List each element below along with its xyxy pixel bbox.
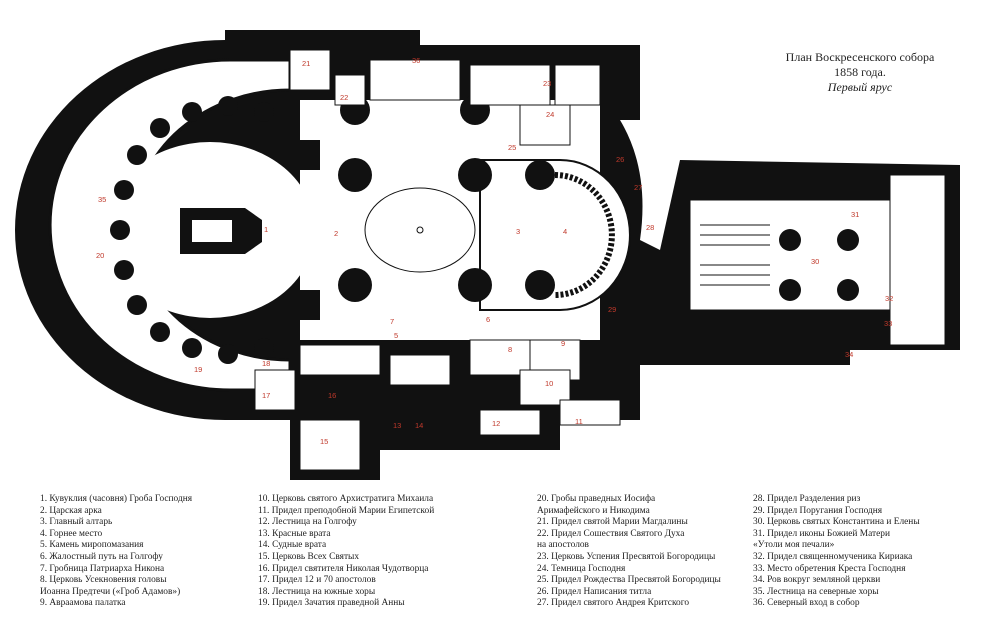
legend-item: 25. Придел Рождества Пресвятой Богородиц… bbox=[537, 575, 721, 586]
legend-column-1: 1. Кувуклия (часовня) Гроба Господня 2. … bbox=[40, 494, 192, 610]
legend-item: 34. Ров вокруг земляной церкви bbox=[753, 575, 881, 586]
legend-item: Аримафейского и Никодима bbox=[537, 505, 650, 516]
east-church-pillars bbox=[779, 229, 859, 301]
plan-title-line2: 1858 года. bbox=[834, 65, 886, 79]
legend-item: 24. Темница Господня bbox=[537, 563, 626, 574]
plan-label: 12 bbox=[492, 419, 500, 428]
legend-item: 22. Придел Сошествия Святого Духа bbox=[537, 528, 685, 539]
plan-label: 7 bbox=[390, 317, 394, 326]
legend-column-3: 20. Гробы праведных Иосифа Аримафейского… bbox=[537, 494, 721, 610]
plan-label: 20 bbox=[96, 251, 104, 260]
plan-label: 14 bbox=[415, 421, 423, 430]
north-rooms bbox=[289, 49, 601, 146]
legend-item: 17. Придел 12 и 70 апостолов bbox=[258, 575, 376, 586]
legend-item: 6. Жалостный путь на Голгофу bbox=[40, 551, 163, 562]
central-dome bbox=[364, 187, 476, 273]
plan-label: 17 bbox=[262, 391, 270, 400]
main-apse bbox=[479, 159, 631, 311]
legend-item: 16. Придел святителя Николая Чудотворца bbox=[258, 563, 429, 574]
plan-label: 21 bbox=[302, 59, 310, 68]
rotunda-columns bbox=[110, 96, 274, 364]
legend-item: 11. Придел преподобной Марии Египетской bbox=[258, 505, 435, 516]
legend-item: 3. Главный алтарь bbox=[40, 517, 113, 528]
legend-item: на апостолов bbox=[537, 540, 589, 551]
plan-label: 16 bbox=[328, 391, 336, 400]
east-ditch bbox=[889, 174, 946, 346]
dome-center bbox=[416, 226, 424, 234]
apse-steps bbox=[554, 172, 615, 298]
legend-item: 31. Придел иконы Божией Матери bbox=[753, 528, 891, 539]
plan-label: 32 bbox=[885, 294, 893, 303]
legend-item: Иоанна Предтечи («Гроб Адамов») bbox=[40, 586, 181, 597]
legend-item: 8. Церковь Усекновения головы bbox=[40, 575, 167, 586]
south-rooms bbox=[254, 339, 621, 471]
plan-label: 28 bbox=[646, 223, 654, 232]
legend-column-4: 28. Придел Разделения риз 29. Придел Пор… bbox=[753, 494, 920, 610]
plan-label: 23 bbox=[543, 79, 551, 88]
plan-label: 29 bbox=[608, 305, 616, 314]
legend-item: 23. Церковь Успения Пресвятой Богородицы bbox=[537, 551, 716, 562]
legend-item: 21. Придел святой Марии Магдалины bbox=[537, 517, 688, 528]
plan-label: 9 bbox=[561, 339, 565, 348]
plan-label: 26 bbox=[616, 155, 624, 164]
legend-item: 13. Красные врата bbox=[258, 528, 331, 539]
plan-label: 13 bbox=[393, 421, 401, 430]
plan-label: 3 bbox=[516, 227, 520, 236]
legend-item: 32. Придел священномученика Кириака bbox=[753, 551, 913, 562]
legend-item: 14. Судные врата bbox=[258, 540, 327, 551]
plan-label: 31 bbox=[851, 210, 859, 219]
plan-label: 1 bbox=[264, 225, 268, 234]
plan-label: 10 bbox=[545, 379, 553, 388]
cathedral-floor-plan: 1 2 3 4 5 6 7 8 9 10 11 12 13 14 15 16 1… bbox=[15, 30, 960, 480]
plan-label: 22 bbox=[340, 93, 348, 102]
legend-item: 20. Гробы праведных Иосифа bbox=[537, 494, 656, 504]
plan-label: 27 bbox=[634, 183, 642, 192]
kuvuklia-chamber bbox=[192, 220, 232, 242]
plan-label: 6 bbox=[486, 315, 490, 324]
legend-item: 4. Горнее место bbox=[40, 528, 103, 539]
legend-item: 5. Камень миропомазания bbox=[40, 540, 144, 551]
east-stairs bbox=[700, 224, 770, 286]
legend-item: 15. Церковь Всех Святых bbox=[258, 551, 360, 562]
plan-title: План Воскресенского собора 1858 года. Пе… bbox=[760, 50, 960, 95]
plan-label: 30 bbox=[811, 257, 819, 266]
plan-label: 36 bbox=[412, 56, 420, 65]
plan-label: 24 bbox=[546, 110, 554, 119]
plan-title-line3: Первый ярус bbox=[827, 80, 893, 94]
legend-item: 19. Придел Зачатия праведной Анны bbox=[258, 598, 405, 609]
plan-label: 18 bbox=[262, 359, 270, 368]
room-numbers: 1 2 3 4 5 6 7 8 9 10 11 12 13 14 15 16 1… bbox=[96, 56, 893, 446]
plan-label: 8 bbox=[508, 345, 512, 354]
legend-item: 2. Царская арка bbox=[40, 505, 102, 516]
legend-item: 30. Церковь святых Константина и Елены bbox=[753, 517, 920, 528]
plan-label: 25 bbox=[508, 143, 516, 152]
legend-item: 9. Авраамова палатка bbox=[40, 598, 126, 609]
legend-item: 29. Придел Поругания Господня bbox=[753, 505, 883, 516]
legend-item: 27. Придел святого Андрея Критского bbox=[537, 598, 690, 609]
plan-label: 2 bbox=[334, 229, 338, 238]
plan-label: 15 bbox=[320, 437, 328, 446]
plan-label: 19 bbox=[194, 365, 202, 374]
plan-label: 33 bbox=[884, 319, 892, 328]
legend-item: 33. Место обретения Креста Господня bbox=[753, 563, 906, 574]
plan-label: 11 bbox=[575, 417, 583, 426]
legend-item: 36. Северный вход в собор bbox=[753, 598, 860, 609]
legend-item: «Утоли моя печали» bbox=[753, 540, 835, 551]
legend-item: 26. Придел Написания титла bbox=[537, 586, 652, 597]
plan-label: 35 bbox=[98, 195, 106, 204]
legend-item: 10. Церковь святого Архистратига Михаила bbox=[258, 494, 434, 504]
legend-item: 35. Лестница на северные хоры bbox=[753, 586, 879, 597]
legend-item: 7. Гробница Патриарха Никона bbox=[40, 563, 165, 574]
legend-item: 1. Кувуклия (часовня) Гроба Господня bbox=[40, 494, 193, 504]
legend-item: 28. Придел Разделения риз bbox=[753, 494, 861, 504]
plan-title-line1: План Воскресенского собора bbox=[785, 50, 935, 64]
plan-label: 34 bbox=[845, 350, 853, 359]
legend-column-2: 10. Церковь святого Архистратига Михаила… bbox=[258, 494, 434, 610]
plan-label: 5 bbox=[394, 331, 398, 340]
plan-label: 4 bbox=[563, 227, 567, 236]
legend-item: 12. Лестница на Голгофу bbox=[258, 517, 357, 528]
legend-item: 18. Лестница на южные хоры bbox=[258, 586, 376, 597]
